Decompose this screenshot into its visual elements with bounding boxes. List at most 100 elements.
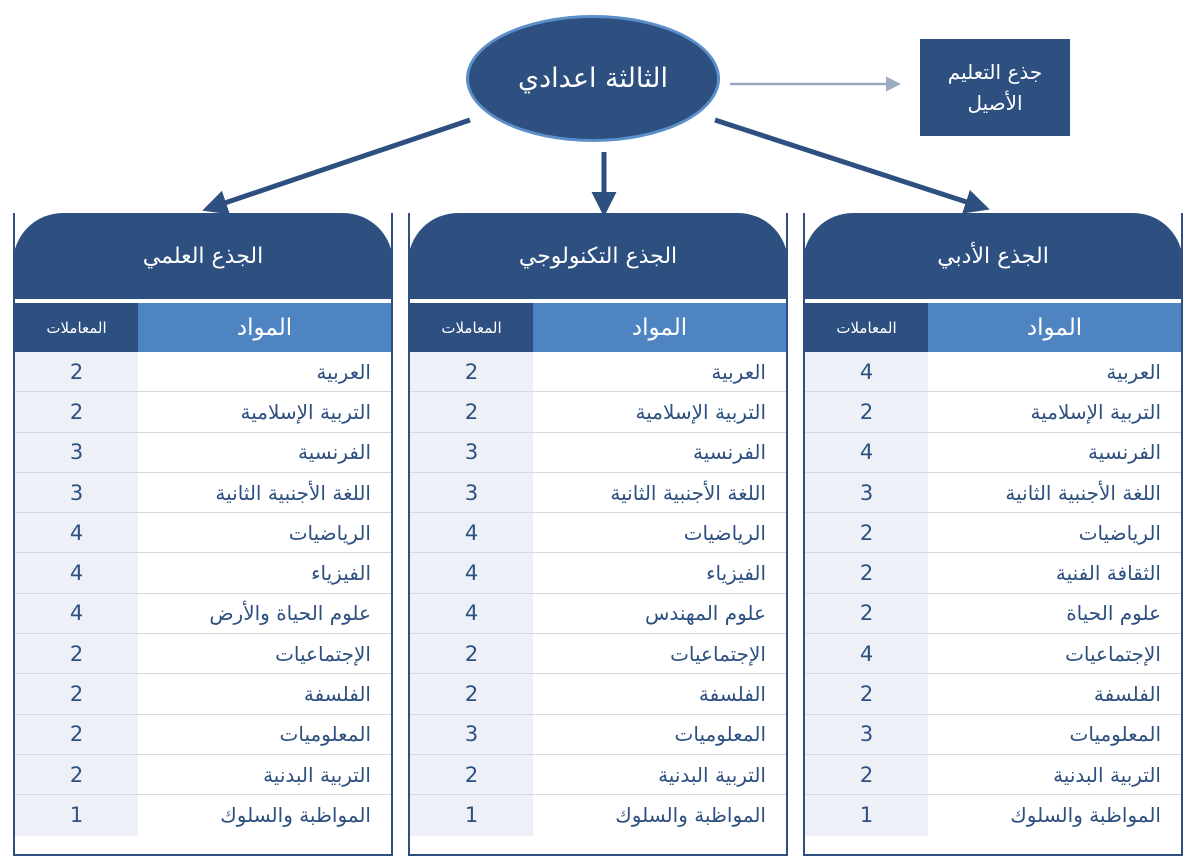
arrow-to-scientific [202,117,471,215]
table-row: 2 التربية الإسلامية [410,392,786,433]
coefficient-cell: 4 [805,432,928,472]
table-row: 2 العربية [15,352,391,393]
table-row: 3 الفرنسية [410,432,786,473]
branch-title: الجذع التكنولوجي [408,213,788,299]
table-row: 4 علوم المهندس [410,593,786,635]
coefficient-cell: 4 [805,352,928,392]
table-row: 3 المعلوميات [410,714,786,755]
table-row: 3 اللغة الأجنبية الثانية [410,472,786,514]
table-row: 3 الفرنسية [15,432,391,473]
subject-cell: الفيزياء [311,561,371,586]
subject-cell: الإجتماعيات [1065,641,1161,666]
subject-cell: المعلوميات [279,722,371,747]
coefficient-cell: 3 [805,472,928,513]
coefficient-cell: 2 [410,754,533,795]
subject-cell: الفرنسية [298,440,371,465]
coef-column-header: المعاملات [805,303,928,352]
coefficient-cell: 4 [410,593,533,634]
coefficient-cell: 2 [410,634,533,674]
subject-cell: علوم المهندس [644,601,766,626]
subject-cell: الثقافة الفنية [1055,561,1161,586]
subject-cell: الفرنسية [693,440,766,465]
table-row: 4 الفرنسية [805,432,1181,473]
coefficient-cell: 2 [15,754,138,795]
table-row: 2 التربية البدنية [410,754,786,796]
coef-column-header: المعاملات [15,303,138,352]
subject-table-body: 2 العربية 2 التربية الإسلامية 3 الفرنسية 3 اللغ… [410,352,786,836]
coefficient-cell: 4 [15,553,138,593]
table-row: 2 الفلسفة [15,674,391,715]
root-label: الثالثة اعدادي [518,63,668,94]
subject-cell: الفلسفة [698,682,766,707]
coef-column-header: المعاملات [410,303,533,352]
subject-cell: العربية [316,359,371,384]
subject-cell: الرياضيات [1078,520,1161,545]
subject-cell: الفرنسية [1088,440,1161,465]
coefficient-cell: 2 [15,634,138,674]
coefficient-cell: 4 [15,513,138,553]
subject-cell: المعلوميات [674,722,766,747]
coefficient-cell: 4 [410,513,533,553]
subject-cell: التربية البدنية [1053,762,1161,787]
root-node: الثالثة اعدادي [466,15,720,142]
coefficient-cell: 1 [15,795,138,836]
coefficient-cell: 2 [805,754,928,795]
coefficient-cell: 1 [410,795,533,836]
subject-cell: الإجتماعيات [670,641,766,666]
subject-cell: اللغة الأجنبية الثانية [215,480,371,505]
subject-cell: التربية البدنية [263,762,371,787]
coefficient-cell: 2 [15,352,138,392]
table-row: 4 الفيزياء [15,553,391,594]
subject-cell: المواظبة والسلوك [1010,803,1161,828]
subject-cell: اللغة الأجنبية الثانية [610,480,766,505]
coefficient-cell: 3 [410,432,533,472]
table-row: 2 الإجتماعيات [410,634,786,675]
table-row: 2 الإجتماعيات [15,634,391,675]
subject-cell: العربية [711,359,766,384]
table-row: 1 المواظبة والسلوك [410,795,786,836]
coefficient-cell: 2 [15,392,138,432]
subject-cell: الرياضيات [683,520,766,545]
subject-cell: الرياضيات [288,520,371,545]
subject-cell: الإجتماعيات [275,641,371,666]
table-row: 2 التربية الإسلامية [805,392,1181,433]
table-row: 2 علوم الحياة [805,593,1181,635]
table-row: 2 التربية البدنية [15,754,391,796]
subject-cell: التربية الإسلامية [1030,399,1161,424]
subject-cell: الفيزياء [706,561,766,586]
subject-cell: علوم الحياة [1066,601,1161,626]
coefficient-cell: 1 [805,795,928,836]
branch-title: الجذع العلمي [13,213,393,299]
coefficient-cell: 2 [805,392,928,432]
coefficient-cell: 3 [410,714,533,754]
table-row: 1 المواظبة والسلوك [805,795,1181,836]
subject-cell: اللغة الأجنبية الثانية [1005,480,1161,505]
subject-cell: التربية الإسلامية [635,399,766,424]
coefficient-cell: 2 [805,674,928,714]
coefficient-cell: 4 [15,593,138,634]
subject-column-header: المواد [928,303,1181,352]
subject-cell: الفلسفة [303,682,371,707]
subject-cell: المواظبة والسلوك [615,803,766,828]
coefficient-cell: 3 [15,472,138,513]
coefficient-cell: 2 [410,674,533,714]
coefficient-cell: 2 [805,593,928,634]
coefficient-cell: 3 [410,472,533,513]
coefficient-cell: 3 [15,432,138,472]
coefficient-cell: 2 [15,674,138,714]
coefficient-cell: 2 [410,392,533,432]
subject-cell: الفلسفة [1093,682,1161,707]
subject-cell: التربية البدنية [658,762,766,787]
